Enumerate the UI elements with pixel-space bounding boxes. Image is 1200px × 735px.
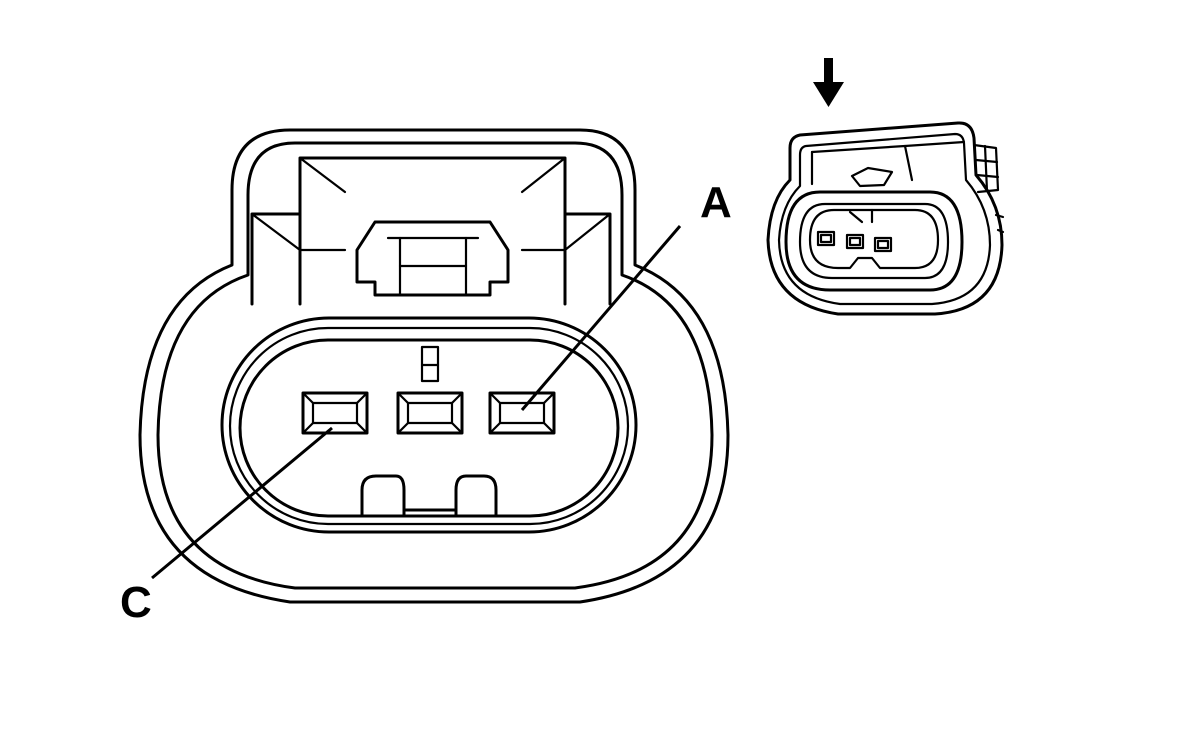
connector-face-view: A C xyxy=(120,128,732,627)
arrow-down-icon xyxy=(813,58,844,107)
perspective-face-inner xyxy=(798,202,950,280)
terminal-slot-a xyxy=(488,391,556,435)
terminal-slot-c xyxy=(301,391,369,435)
polarizing-key-top xyxy=(420,345,440,383)
leader-line-a xyxy=(520,225,682,411)
perspective-cavity xyxy=(808,208,940,270)
pin-label-a: A xyxy=(700,178,732,227)
polarizing-ribs-bottom xyxy=(360,474,498,518)
perspective-side-ribs xyxy=(972,143,1005,234)
connector-perspective-view xyxy=(766,58,1005,316)
cavity-outer-seal xyxy=(220,316,638,534)
latch-block xyxy=(250,156,612,306)
perspective-terminal-slots xyxy=(816,230,893,253)
perspective-housing-inner xyxy=(777,132,992,306)
leader-line-c xyxy=(151,426,333,580)
perspective-face-outer xyxy=(784,190,964,292)
cavity-inner-wall xyxy=(238,338,620,518)
housing-inner-outline xyxy=(156,141,714,590)
locking-tab xyxy=(355,220,510,297)
housing-outer-outline xyxy=(138,128,730,604)
pin-label-c: C xyxy=(120,578,152,627)
terminal-slot-b xyxy=(396,391,464,435)
perspective-latch xyxy=(810,140,966,188)
cavity-middle-seal xyxy=(228,326,630,526)
